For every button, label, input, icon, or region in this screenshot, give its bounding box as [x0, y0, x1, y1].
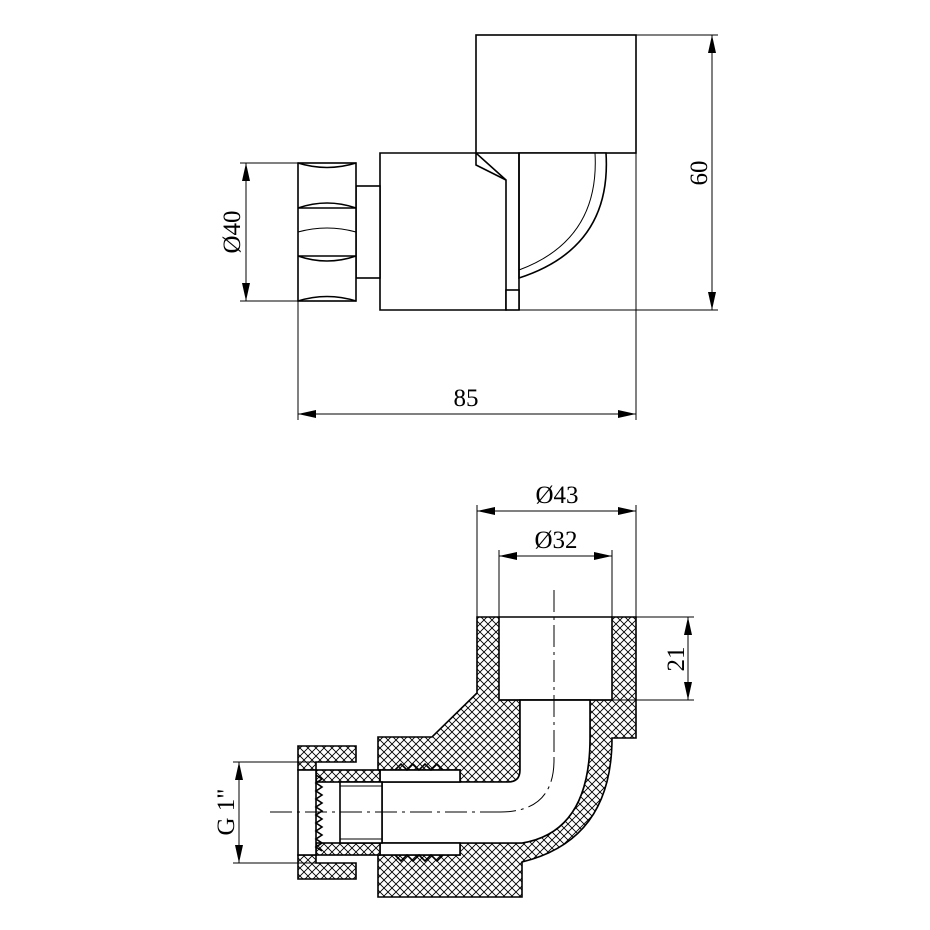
dim-label-d40: Ø40	[219, 210, 246, 253]
dim-label-d32: Ø32	[534, 527, 577, 554]
dim-thread-g1: G 1"	[213, 761, 316, 864]
dim-diameter-32: Ø32	[498, 527, 613, 617]
dim-60: 60	[519, 34, 718, 311]
dim-label-85: 85	[454, 385, 479, 412]
dim-21: 21	[612, 616, 694, 701]
dim-diameter-43: Ø43	[476, 482, 637, 617]
section-flow-channel	[381, 699, 591, 844]
dim-label-21: 21	[663, 647, 690, 672]
dim-85: 85	[297, 153, 637, 420]
side-socket	[475, 34, 637, 154]
dim-label-g1: G 1"	[213, 788, 240, 835]
dim-label-60: 60	[686, 161, 713, 186]
dim-label-d43: Ø43	[535, 482, 578, 509]
dim-diameter-40: Ø40	[219, 162, 298, 302]
side-hex-nut	[297, 162, 357, 302]
side-elbow-bend	[518, 152, 608, 280]
side-collar	[355, 185, 381, 279]
side-body	[379, 152, 507, 311]
centerline-bend	[499, 759, 555, 813]
side-view: 60 Ø40 85	[219, 34, 718, 420]
section-view: Ø43 Ø32 21 G 1"	[213, 482, 694, 898]
